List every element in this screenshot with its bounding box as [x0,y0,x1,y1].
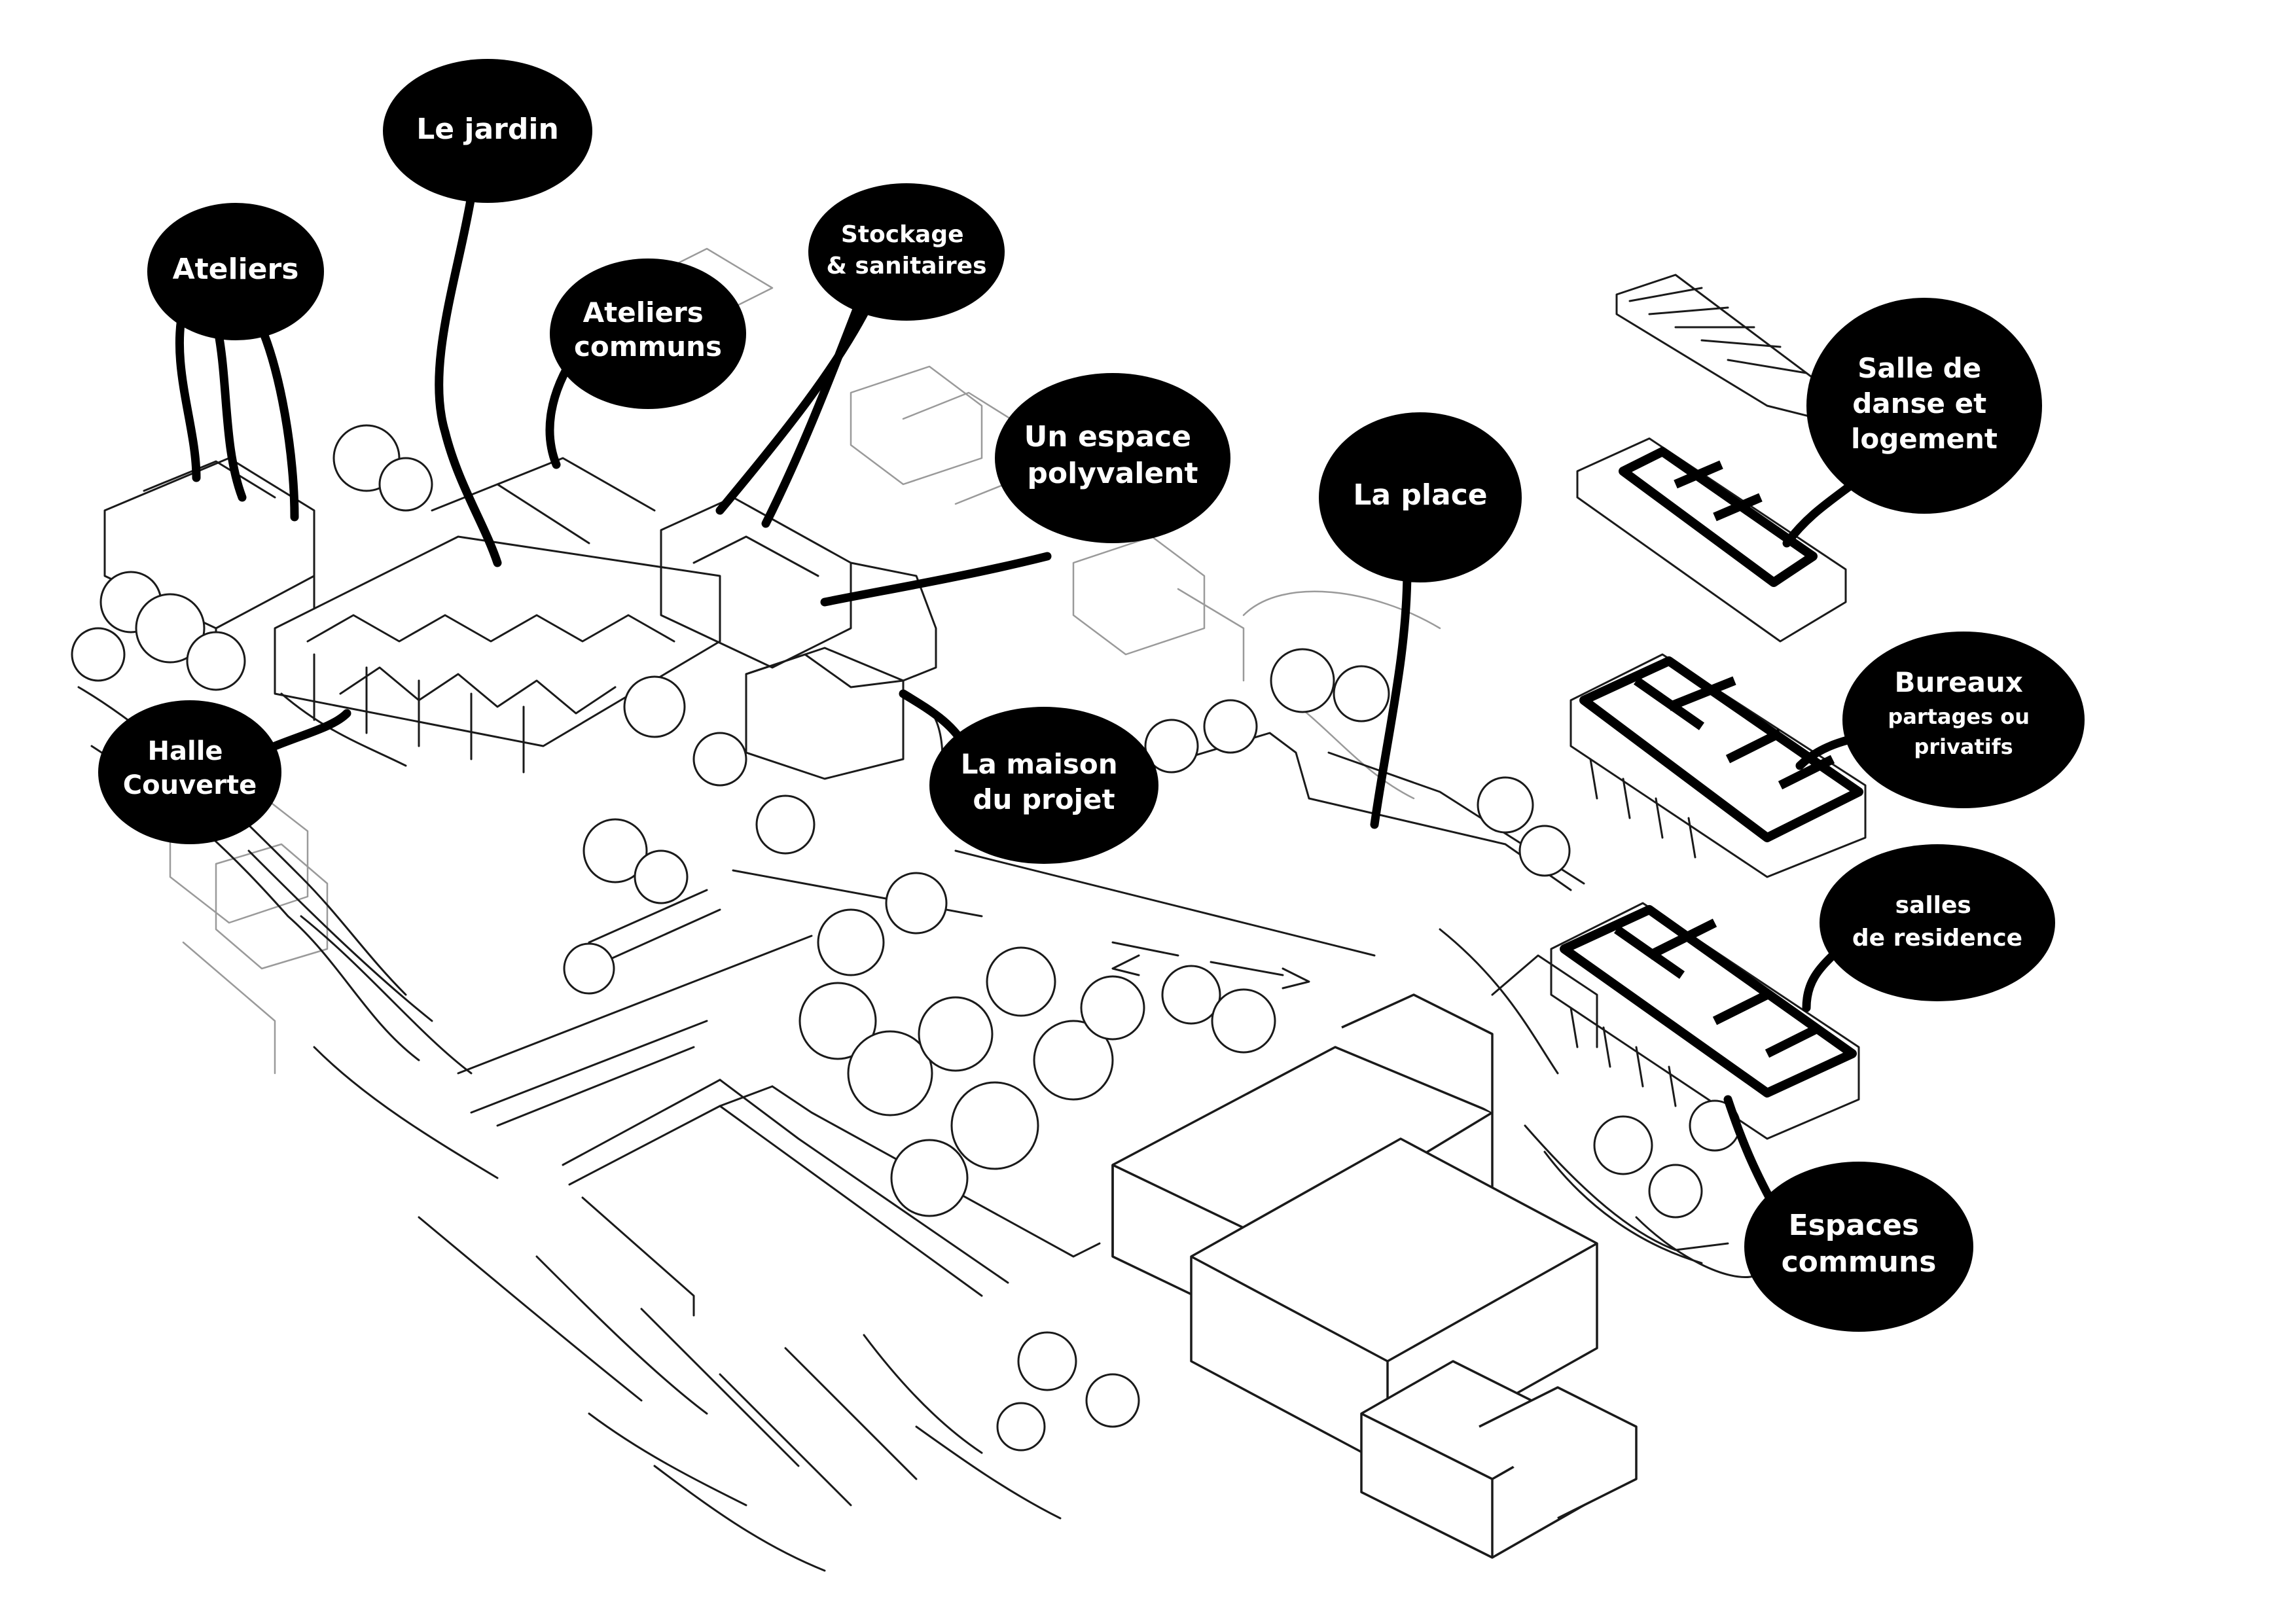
bubble-ateliers-communs: Ateliers communs [550,259,746,409]
label-salles-residence: salles de residence [1852,892,2022,952]
leader-residence [1802,951,1837,1012]
leader-ateliers-1 [175,303,201,482]
leader-le-jardin [435,192,502,567]
bubble-la-place: La place [1319,412,1522,582]
label-le-jardin: Le jardin [416,113,559,146]
leader-ateliers-2 [211,316,247,502]
label-salle-danse: Salle de danse et logement [1851,352,1998,455]
foreground-blocks [1111,993,1638,1559]
label-maison-projet: La maison du projet [961,748,1128,815]
bubble-maison-projet: La maison du projet [929,707,1158,864]
leader-lines [175,192,1883,1222]
right-buildings [1550,274,1867,1140]
leader-salle-danse [1782,480,1857,548]
label-halle-couverte: Halle Couverte [123,736,257,800]
leader-stockage [715,296,875,515]
bubble-le-jardin: Le jardin [383,59,592,203]
bubble-halle-couverte: Halle Couverte [98,700,281,844]
bubble-ateliers: Ateliers [147,203,324,340]
bubble-salle-danse: Salle de danse et logement [1806,298,2042,514]
bubble-salles-residence: salles de residence [1820,844,2055,1001]
leader-halle [270,709,351,751]
leader-polyvalent [820,552,1052,607]
river [77,686,1062,1572]
bubble-espaces-communs: Espaces communs [1744,1162,1973,1332]
label-bureaux: Bureaux partages ou privatifs [1888,666,2039,760]
bubble-bureaux: Bureaux partages ou privatifs [1842,632,2085,808]
site-sketch [71,247,1867,1572]
label-la-place: La place [1353,478,1487,512]
background-buildings [169,247,1441,1075]
label-stockage: Stockage & sanitaires [826,221,986,279]
bubble-espace-polyvalent: Un espace polyvalent [995,373,1230,543]
label-ateliers: Ateliers [173,253,299,286]
trees [71,424,1741,1452]
label-espace-polyvalent: Un espace polyvalent [1024,420,1202,490]
leader-stockage-2 [761,303,862,528]
label-espaces-communs: Espaces communs [1782,1209,1937,1279]
bubble-stockage: Stockage & sanitaires [808,183,1005,321]
leader-la-place [1370,565,1412,829]
label-ateliers-communs: Ateliers communs [574,296,722,363]
